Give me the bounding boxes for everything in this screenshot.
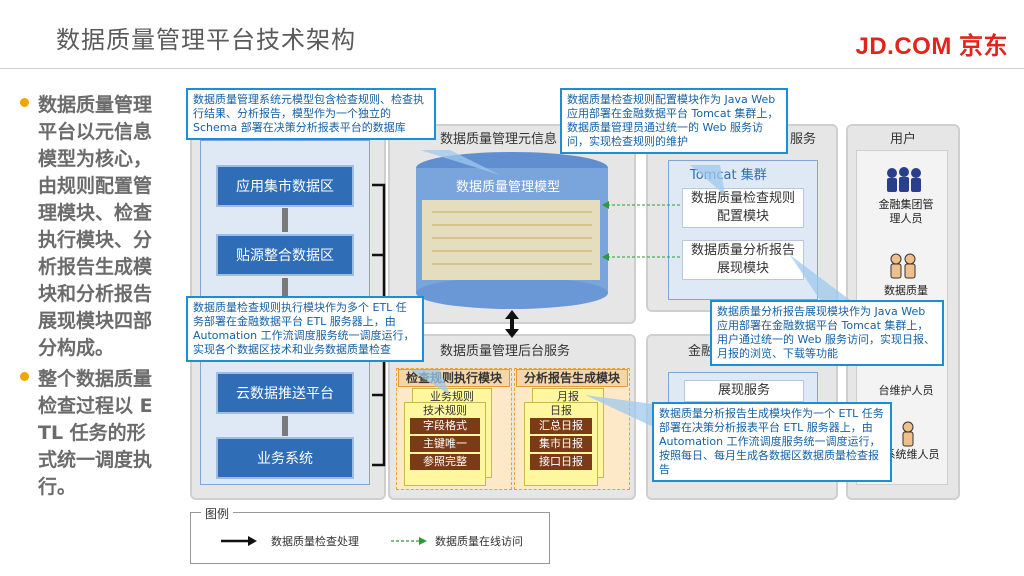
zone-arrow [282, 416, 288, 436]
bullet-list: 数据质量管理平台以元信息模型为核心，由规则配置管理模块、检查执行模块、分析报告生… [20, 92, 170, 505]
user-dq-icon [890, 253, 916, 279]
green-access-arrows [602, 201, 680, 261]
user-sysops-icon [902, 421, 914, 447]
callout-report-gen: 数据质量分析报告生成模块作为一个 ETL 任务部署在决策分析报表平台 ETL 服… [652, 402, 892, 482]
user-finance-mgmt: 金融集团管理人员 [878, 198, 934, 225]
report-summary: 汇总日报 [530, 418, 592, 434]
callout-rule-config: 数据质量检查规则配置模块作为 Java Web 应用部署在金融数据平台 Tomc… [560, 88, 788, 154]
finance-panel-title: 金融 [688, 344, 715, 359]
user-platform-ops: 台维护人员 [878, 384, 934, 397]
callout-report-show: 数据质量分析报告展现模块作为 Java Web 应用部署在金融数据平台 Tomc… [710, 300, 944, 366]
rule-field-format: 字段格式 [410, 418, 480, 434]
user-sysops: 系统维人员 [884, 448, 940, 461]
meta-model-label: 数据质量管理模型 [456, 180, 561, 195]
meta-backend-arrow [505, 310, 519, 338]
legend-title: 图例 [201, 505, 234, 522]
meta-cylinder [416, 152, 608, 309]
dashed-arrow-icon [391, 537, 427, 545]
jd-logo: JD.COM 京东 [855, 33, 1008, 60]
zone-arrow [282, 278, 288, 302]
bullet-dot-icon [20, 98, 29, 107]
legend-dashed-label: 数据质量在线访问 [435, 535, 523, 548]
legend: 图例 数据质量检查处理 数据质量在线访问 [190, 505, 550, 564]
report-gen-head: 分析报告生成模块 [516, 369, 628, 387]
bullet-item: 数据质量管理平台以元信息模型为核心，由规则配置管理模块、检查执行模块、分析报告生… [20, 92, 170, 362]
callout-meta-model: 数据质量管理系统元模型包含检查规则、检查执行结果、分析报告，模型作为一个独立的 … [186, 88, 436, 140]
rule-reference: 参照完整 [410, 454, 480, 470]
users-panel-title: 用户 [890, 132, 917, 147]
meta-panel-title: 数据质量管理元信息 [440, 132, 558, 147]
rule-config-module: 数据质量检查规则配置模块 [682, 188, 804, 228]
zone-business-system: 业务系统 [216, 437, 354, 479]
zone-source-integration: 贴源整合数据区 [216, 234, 354, 276]
header-divider [0, 68, 1024, 69]
backend-panel-title: 数据质量管理后台服务 [440, 344, 571, 359]
user-group-icon [887, 167, 921, 192]
bullet-dot-icon [20, 372, 29, 381]
user-dq: 数据质量 [884, 284, 928, 297]
bullet-text: 整个数据质量检查过程以 ETL 任务的形式统一调度执行。 [38, 368, 153, 498]
bullet-text: 数据质量管理平台以元信息模型为核心，由规则配置管理模块、检查执行模块、分析报告生… [38, 94, 153, 359]
report-show-module: 数据质量分析报告展现模块 [682, 240, 804, 280]
page-title: 数据质量管理平台技术架构 [56, 26, 356, 54]
bullet-item: 整个数据质量检查过程以 ETL 任务的形式统一调度执行。 [20, 366, 170, 501]
web-panel-title: 服务 [790, 132, 817, 147]
legend-solid-label: 数据质量检查处理 [271, 535, 359, 548]
report-mart: 集市日报 [530, 436, 592, 452]
zone-app-mart: 应用集市数据区 [216, 165, 354, 207]
callout-rule-exec: 数据质量检查规则执行模块作为多个 ETL 任务部署在金融数据平台 ETL 服务器… [186, 296, 424, 362]
report-interface: 接口日报 [530, 454, 592, 470]
solid-arrow-icon [221, 536, 257, 546]
zone-arrow [282, 208, 288, 232]
rule-primary-key: 主键唯一 [410, 436, 480, 452]
finance-show-service: 展现服务 [684, 380, 804, 402]
zone-cloud-push: 云数据推送平台 [216, 372, 354, 414]
